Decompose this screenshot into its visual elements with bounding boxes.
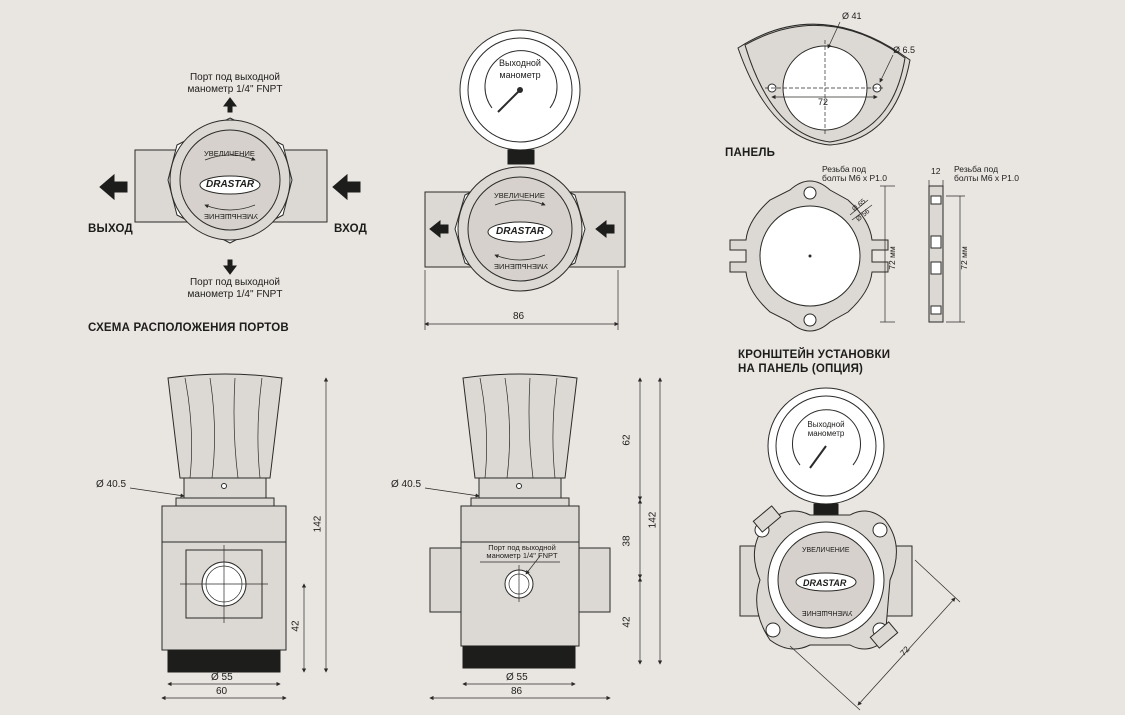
front-view <box>424 29 626 330</box>
left-base-dim: Ø 55 <box>211 672 233 683</box>
port-down-arrow-icon <box>223 259 237 275</box>
mounted-brand-logo: DRASTAR <box>803 578 847 588</box>
bracket-height-left: 72 мм <box>886 246 897 270</box>
left-height-dim: 142 <box>312 515 324 533</box>
knob-increase-label: УВЕЛИЧЕНИЕ <box>204 149 255 158</box>
knob-decrease-label: УМЕНЬШЕНИЕ <box>204 212 259 221</box>
bracket-title: КРОНШТЕЙН УСТАНОВКИ НА ПАНЕЛЬ (ОПЦИЯ) <box>738 349 891 375</box>
right-width-dim: 86 <box>511 686 523 697</box>
right-total-height-dim: 142 <box>647 511 659 529</box>
left-width-dim: 60 <box>216 686 228 697</box>
front-width-dim: 86 <box>513 311 525 322</box>
front-outlet-arrow-icon <box>429 219 449 239</box>
inlet-label: ВХОД <box>334 223 368 235</box>
panel-spacing-dim: 72 <box>818 97 829 107</box>
top-port-label: Порт под выходной манометр 1/4" FNPT <box>187 72 283 95</box>
port-scheme-title: СХЕМА РАСПОЛОЖЕНИЯ ПОРТОВ <box>88 322 289 334</box>
front-knob-decrease-label: УМЕНЬШЕНИЕ <box>494 262 549 271</box>
mounted-view <box>739 387 961 711</box>
outlet-arrow-icon <box>99 173 128 201</box>
panel-title: ПАНЕЛЬ <box>725 147 776 159</box>
brand-logo: DRASTAR <box>206 179 255 190</box>
right-knob-height-dim: 62 <box>621 434 633 446</box>
left-port-height-dim: 42 <box>290 620 302 632</box>
right-port-label: Порт под выходной манометр 1/4" FNPT <box>486 543 558 560</box>
panel-diameter-dim: Ø 41 <box>842 11 862 21</box>
bracket-height-right: 72 мм <box>958 246 969 270</box>
side-view-left <box>129 373 329 701</box>
port-up-arrow-icon <box>223 97 237 113</box>
inlet-arrow-icon <box>332 173 361 201</box>
bracket-thread-left: Резьба под болты М6 x P1.0 <box>822 164 887 183</box>
outlet-label: ВЫХОД <box>88 223 133 235</box>
right-port-height-dim: 42 <box>621 616 633 628</box>
front-knob-increase-label: УВЕЛИЧЕНИЕ <box>494 191 545 200</box>
bracket-thickness-dim: 12 <box>931 166 941 176</box>
mounted-increase-label: УВЕЛИЧЕНИЕ <box>802 547 850 554</box>
bracket-view <box>729 180 965 332</box>
right-bonnet-dim: Ø 40.5 <box>391 479 422 490</box>
mounted-decrease-label: УМЕНЬШЕНИЕ <box>802 609 853 616</box>
port-scheme-view <box>99 97 361 275</box>
panel-cutout-view <box>737 21 911 146</box>
side-view-right <box>424 373 663 701</box>
bracket-thread-right: Резьба под болты М6 x P1.0 <box>954 164 1019 183</box>
bottom-port-label: Порт под выходной манометр 1/4" FNPT <box>187 277 283 300</box>
panel-hole-dim: Ø 6.5 <box>893 45 916 55</box>
left-bonnet-dim: Ø 40.5 <box>96 479 127 490</box>
front-brand-logo: DRASTAR <box>496 226 545 237</box>
right-body-height-dim: 38 <box>621 535 633 547</box>
front-inlet-arrow-icon <box>595 219 615 239</box>
right-base-dim: Ø 55 <box>506 672 528 683</box>
